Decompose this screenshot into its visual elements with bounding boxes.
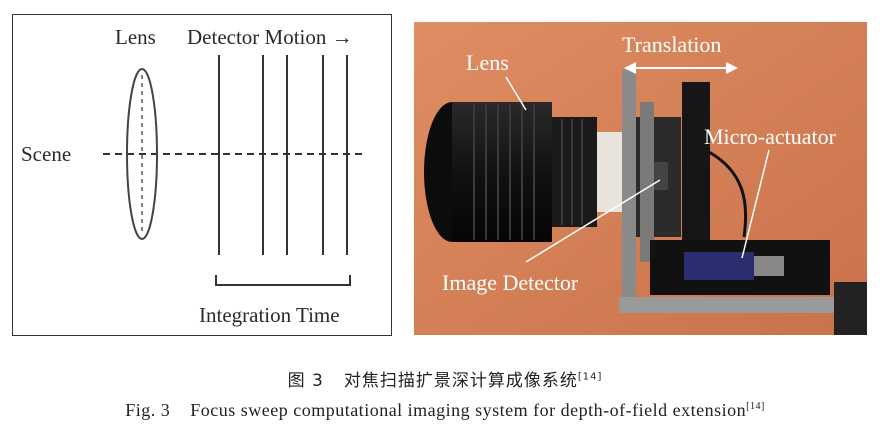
detector-motion-text: Detector Motion: [187, 25, 326, 49]
stage-frame: [640, 102, 654, 262]
optics-diagram: Lens Detector Motion → Scene Integration…: [12, 14, 392, 336]
caption-en-ref: [14]: [746, 401, 765, 412]
lens-grip: [552, 117, 597, 227]
caption-en-prefix: Fig. 3: [125, 400, 170, 420]
lens-label: Lens: [115, 27, 156, 48]
micro-actuator-label: Micro-actuator: [704, 126, 836, 148]
caption-cn-text: 对焦扫描扩景深计算成像系统: [344, 371, 578, 391]
translation-label: Translation: [622, 34, 721, 56]
integration-bracket: [216, 275, 350, 285]
detector-motion-label: Detector Motion →: [187, 27, 353, 48]
diagram-drawing: [13, 15, 393, 337]
photo-lens-label: Lens: [466, 52, 509, 74]
arrow-right-icon: →: [332, 25, 353, 49]
image-detector-label: Image Detector: [442, 272, 578, 294]
stage-block: [682, 82, 710, 252]
base-plate: [619, 297, 849, 313]
caption-cn-ref: [14]: [578, 371, 603, 382]
caption-english: Fig. 3 Focus sweep computational imaging …: [0, 400, 890, 421]
caption-chinese: 图 3 对焦扫描扩景深计算成像系统[14]: [0, 366, 890, 391]
scene-label: Scene: [21, 144, 71, 165]
mount-plate: [622, 70, 636, 302]
actuator-window: [684, 252, 754, 280]
lens-mount: [597, 132, 622, 212]
integration-time-label: Integration Time: [199, 305, 340, 326]
lens-barrel: [452, 102, 552, 242]
caption-cn-prefix: 图 3: [288, 371, 324, 391]
base-dark: [834, 282, 867, 335]
camera-photo: Lens Translation Micro-actuator Image De…: [414, 22, 867, 335]
actuator-rail: [754, 256, 784, 276]
caption-en-text: Focus sweep computational imaging system…: [190, 400, 746, 420]
